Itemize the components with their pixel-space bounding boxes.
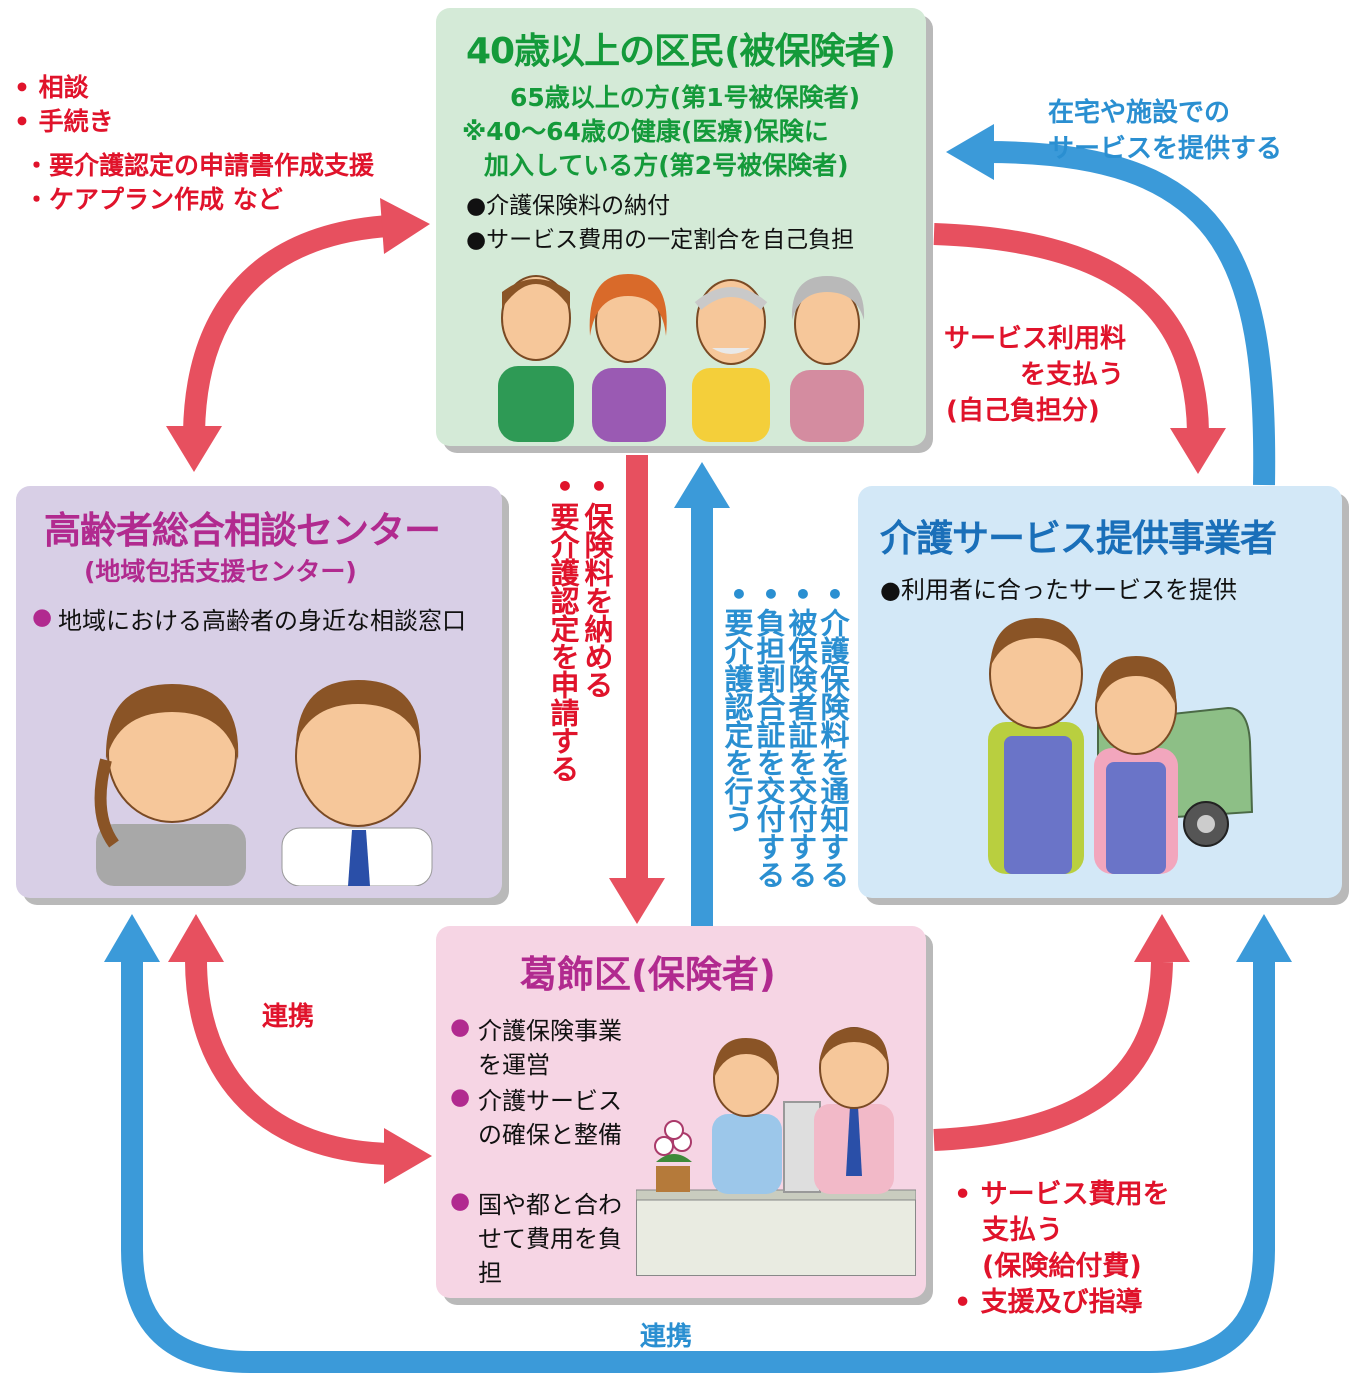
provider-bullet: ●利用者に合ったサービスを提供	[880, 576, 1237, 604]
usage-fee-arrow	[933, 223, 1209, 433]
label-cooperation-red: 連携	[262, 1002, 315, 1032]
ward-bullet-1-mark: ●	[450, 1014, 471, 1040]
insured-line3: 加入している方(第2号被保険者)	[484, 151, 849, 180]
provider-box: 介護サービス提供事業者 ●利用者に合ったサービスを提供	[858, 486, 1342, 898]
notify-arrow-head	[674, 462, 730, 508]
label-pay-cost-1: • サービス費用を	[954, 1179, 1170, 1210]
ward-staff-illustration	[636, 1027, 916, 1276]
label-apply-cert-dot: •	[556, 470, 574, 503]
cooperation-red-head-up	[168, 914, 224, 962]
consultants-illustration	[94, 680, 433, 886]
label-pay-cost-2: 支払う	[982, 1215, 1063, 1246]
female-staff-figure	[712, 1038, 782, 1194]
insured-bullet-copay: ●サービス費用の一定割合を自己負担	[466, 227, 855, 253]
pay-cost-arrow-head	[1134, 914, 1190, 962]
label-issue-burden-certificate: 負担割合証を交付する	[752, 608, 786, 888]
usage-fee-arrow-head	[1170, 428, 1226, 474]
label-procedure: • 手続き	[14, 107, 114, 136]
ward-title: 葛飾区(保険者)	[520, 953, 776, 996]
insured-box: 40歳以上の区民(被保険者) 65歳以上の方(第1号被保険者) ※40〜64歳の…	[436, 8, 926, 446]
label-application-support: ・要介護認定の申請書作成支援	[24, 151, 375, 180]
label-issue-card-dot: •	[794, 578, 812, 611]
insured-line1: 65歳以上の方(第1号被保険者)	[510, 83, 861, 112]
elderly-man-figure	[692, 279, 770, 442]
provide-service-arrow	[985, 141, 1276, 486]
female-consultant-figure	[94, 684, 246, 886]
ward-bullet-3-text: 国や都と合わせて費用を負担	[478, 1191, 622, 1287]
consult-arrow-head-down	[166, 426, 222, 472]
pay-cost-arrow	[933, 961, 1173, 1151]
label-provide-service-1: 在宅や施設での	[1048, 98, 1231, 128]
provide-service-arrow-head	[946, 124, 994, 180]
male-consultant-figure	[281, 680, 433, 886]
insured-title: 40歳以上の区民(被保険者)	[466, 31, 896, 72]
male-staff-figure	[814, 1027, 894, 1194]
support-center-subtitle: (地域包括支援センター)	[84, 557, 357, 586]
support-center-bullet: 地域における高齢者の身近な相談窓口	[58, 607, 466, 635]
label-consult: • 相談	[14, 73, 89, 102]
cooperation-blue-head-right	[1236, 914, 1292, 962]
cooperation-red-arrow	[185, 959, 393, 1165]
cooperation-red-head-right	[384, 1128, 432, 1184]
label-usage-fee-1: サービス利用料	[944, 324, 1127, 354]
label-care-plan: ・ケアプラン作成 など	[24, 185, 283, 214]
cooperation-blue-head-left	[104, 914, 160, 962]
label-issue-burden-dot: •	[762, 578, 780, 611]
insured-line2: ※40〜64歳の健康(医療)保険に	[462, 117, 829, 146]
label-pay-cost-3: (保険給付費)	[982, 1251, 1142, 1282]
label-cooperation-blue: 連携	[640, 1322, 693, 1352]
support-center-box: 高齢者総合相談センター (地域包括支援センター) ● 地域における高齢者の身近な…	[16, 486, 502, 898]
label-support-guidance: • 支援及び指導	[954, 1287, 1143, 1318]
pay-premium-arrow-head	[609, 878, 665, 924]
cooperation-blue-loop	[121, 960, 1275, 1373]
ward-bullet-2-text: 介護サービスの確保と整備	[478, 1087, 622, 1149]
label-provide-service-2: サービスを提供する	[1048, 134, 1283, 164]
counter-desk	[636, 1189, 916, 1276]
ward-bullet-3-mark: ●	[450, 1188, 471, 1214]
ward-bullet-1-text: 介護保険事業を運営	[478, 1017, 622, 1079]
man-figure	[498, 275, 574, 442]
label-issue-insured-card: 被保険者証を交付する	[784, 608, 818, 888]
support-center-title: 高齢者総合相談センター	[44, 509, 441, 552]
support-center-bullet-mark: ●	[32, 604, 53, 630]
consult-arrow	[183, 215, 389, 433]
label-perform-certification: 要介護認定を行う	[720, 608, 754, 832]
elderly-woman-figure	[790, 276, 865, 442]
ward-bullet-2-mark: ●	[450, 1084, 471, 1110]
label-pay-premium-dot: •	[590, 470, 608, 503]
label-usage-fee-3: (自己負担分)	[946, 396, 1100, 426]
male-care-worker-figure	[988, 618, 1084, 874]
ward-box: 葛飾区(保険者) ● 介護保険事業を運営 ● 介護サービスの確保と整備 ● 国や…	[436, 926, 926, 1298]
female-care-worker-figure	[1094, 656, 1178, 874]
label-notify-premium: 介護保険料を通知する	[816, 608, 850, 888]
flower-pot-icon	[654, 1120, 692, 1192]
care-workers-illustration	[988, 618, 1254, 874]
label-notify-premium-dot: •	[826, 578, 844, 611]
insured-bullet-premium: ●介護保険料の納付	[466, 193, 671, 219]
residents-illustration	[498, 274, 865, 442]
label-usage-fee-2: を支払う	[1020, 360, 1125, 390]
label-apply-certification: 要介護認定を申請する	[546, 502, 580, 782]
consult-arrow-head-right	[380, 198, 430, 254]
woman-figure	[589, 274, 667, 442]
label-pay-premium: 保険料を納める	[580, 502, 614, 698]
provider-title: 介護サービス提供事業者	[880, 517, 1277, 560]
label-certify-dot: •	[730, 578, 748, 611]
